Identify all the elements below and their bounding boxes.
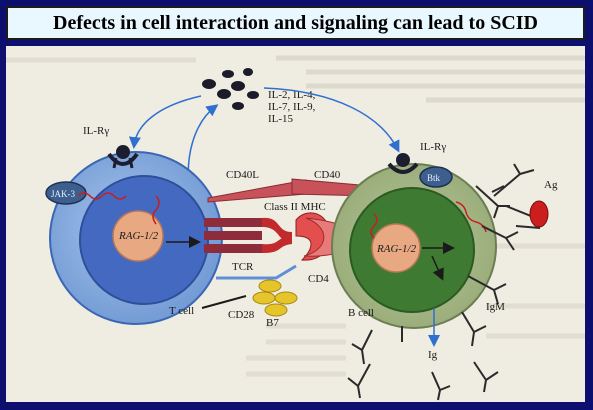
- t-cell: [49, 151, 223, 325]
- cd40l-label: CD40L: [226, 169, 259, 181]
- il-r-right-label: IL-Rγ: [420, 141, 446, 153]
- cd4-label: CD4: [308, 273, 329, 285]
- ag-label: Ag: [544, 179, 558, 191]
- class2mhc-label: Class II MHC: [264, 201, 326, 213]
- cytokines-line-2: IL-7, IL-9,: [268, 101, 316, 113]
- cd28-label: CD28: [228, 309, 255, 321]
- cd4-molecule: [216, 264, 297, 280]
- b7-molecules: [252, 279, 298, 317]
- il-receptor-left: [107, 145, 139, 169]
- antigen-blob: [529, 200, 549, 228]
- diagram-panel: IL-2, IL-4, IL-7, IL-9, IL-15 RAG-1/2 JA…: [6, 46, 585, 402]
- il-r-left-label: IL-Rγ: [83, 125, 109, 137]
- ig-antibodies: [347, 311, 499, 401]
- b-cell: [331, 163, 497, 329]
- cd28-molecule: [201, 295, 247, 309]
- bcell-signal-squiggle: [370, 213, 378, 239]
- cytokines-line-3: IL-15: [268, 113, 294, 125]
- cytokine-cluster: [202, 68, 259, 110]
- b7-label: B7: [266, 317, 279, 329]
- rag-right-label: RAG-1/2: [376, 243, 417, 255]
- tcr-label: TCR: [232, 261, 254, 273]
- bcell-label: B cell: [348, 307, 374, 319]
- ig-label: Ig: [428, 349, 438, 361]
- rag-right-arrow-2: [431, 255, 444, 281]
- jak3-signal-squiggle: [77, 192, 127, 200]
- cytokine-arrow-to-tcell: [128, 95, 202, 149]
- btk-badge: [419, 166, 453, 188]
- cytokine-arrow-to-bcell: [263, 87, 400, 153]
- il-receptor-right: [387, 153, 419, 174]
- title-bar: Defects in cell interaction and signalin…: [6, 6, 585, 40]
- rag-left-circle: [112, 210, 164, 262]
- btk-label: Btk: [427, 173, 441, 183]
- igm-label: IgM: [486, 301, 505, 313]
- rag-right-circle: [371, 223, 421, 273]
- rag-left-label: RAG-1/2: [118, 230, 159, 242]
- cd40-label: CD40: [314, 169, 341, 181]
- page-title: Defects in cell interaction and signalin…: [53, 11, 538, 34]
- tcell-signal-squiggle: [152, 195, 160, 225]
- tcell-label: T cell: [169, 305, 194, 317]
- scid-diagram: IL-2, IL-4, IL-7, IL-9, IL-15 RAG-1/2 JA…: [6, 46, 585, 402]
- jak3-label: JAK-3: [51, 189, 75, 199]
